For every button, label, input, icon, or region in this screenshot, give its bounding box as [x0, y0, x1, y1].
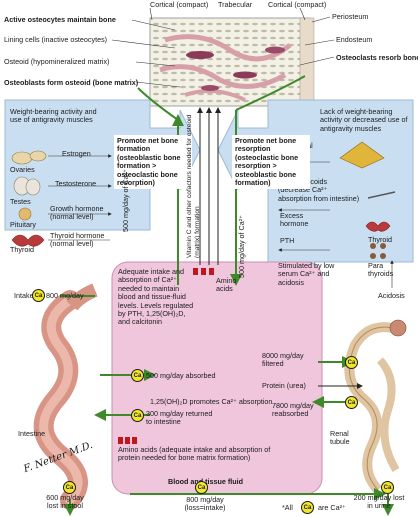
right-organ-icons: [339, 141, 396, 259]
label-returned: 300 mg/day returned to intestine: [146, 409, 213, 427]
label-intake: Intake: [14, 291, 34, 300]
renal-tubule-illustration: [344, 319, 407, 494]
label-periosteum: Periosteum: [332, 12, 369, 21]
ca-badge: Ca: [32, 289, 45, 302]
amino-acid-marks: [118, 437, 137, 444]
label-pth: PTH: [280, 236, 295, 245]
label-testosterone: Testosterone: [55, 179, 97, 188]
label-left-flow: 500 mg/day of Ca²⁺: [121, 169, 130, 232]
ca-badge: Ca: [301, 501, 314, 514]
adequate-intake-note: Adequate intake and absorption of Ca²⁺ n…: [118, 267, 194, 327]
label-vitd-promotes: 1,25(OH)₂D promotes Ca²⁺ absorption: [150, 397, 273, 406]
label-parathyroids: Para thyroids: [368, 261, 394, 279]
center-flow-arrows: [137, 75, 306, 286]
ca-badge: Ca: [381, 481, 394, 494]
label-intake-amount: 800 mg/day: [46, 291, 84, 300]
label-balance: 800 mg/day (loss=intake): [184, 495, 226, 513]
label-left-thyroid: Thyroid: [10, 245, 34, 254]
label-endosteum: Endosteum: [336, 35, 373, 44]
label-thyroid-hormone: Thyroid hormone (normal level): [50, 231, 105, 249]
label-right-thyroid: Thyroid: [368, 235, 392, 244]
label-testes: Testes: [10, 197, 31, 206]
label-renal-tubule: Renal tubule: [330, 429, 350, 447]
label-growth-hormone: Growth hormone (normal level): [50, 204, 104, 222]
footnote-pre: *All: [282, 503, 293, 512]
label-trabecular: Trabecular: [218, 0, 253, 9]
left-hormone-lines: [48, 154, 112, 241]
label-cortical-right: Cortical (compact): [268, 0, 327, 9]
amino-acids-note: Amino acids (adequate intake and absorpt…: [118, 445, 271, 463]
label-acidosis: Acidosis: [378, 291, 405, 300]
ca-badge: Ca: [345, 396, 358, 409]
bone-section: [149, 17, 315, 107]
footnote-post: are Ca²⁺: [318, 503, 346, 512]
label-protein-urea: Protein (urea): [262, 381, 306, 390]
promote-formation-box: Promote net bone formation (osteoblastic…: [114, 135, 192, 190]
label-reabsorbed: 7800 mg/day reabsorbed: [272, 401, 314, 419]
left-weight-bearing: Weight-bearing activity and use of antig…: [10, 107, 97, 125]
label-absorbed: 500 mg/day absorbed: [146, 371, 216, 380]
left-organ-icons: [11, 150, 47, 247]
label-amino-acids-top: Amino acids: [216, 276, 237, 294]
promote-resorption-box: Promote net bone resorption (osteoclasti…: [232, 135, 310, 190]
label-excess-hormone: Excess hormone: [280, 211, 309, 229]
ca-badge: Ca: [131, 369, 144, 382]
bone-leader-lines: [111, 7, 335, 88]
label-ovaries: Ovaries: [10, 165, 35, 174]
label-stimulated-by: Stimulated by low serum Ca²⁺ and acidosi…: [278, 261, 335, 287]
label-urine-loss: 200 mg/day lost in urine: [353, 493, 405, 511]
ca-badge: Ca: [63, 481, 76, 494]
label-right-flow: 500 mg/day of Ca²⁺: [237, 215, 246, 278]
ca-badge: Ca: [345, 356, 358, 369]
label-lining-cells: Lining cells (inactive osteocytes): [4, 35, 108, 44]
ca-badge: Ca: [195, 481, 208, 494]
right-lack-weight-bearing: Lack of weight-bearing activity or decre…: [320, 107, 408, 133]
label-stool-loss: 600 mg/day lost in stool: [46, 493, 84, 511]
label-vitamin-c: Vitamin C and other cofactors needed for…: [186, 114, 201, 258]
label-estrogen: Estrogen: [62, 149, 91, 158]
label-pituitary: Pituitary: [10, 220, 36, 229]
intestine-illustration: [33, 283, 98, 510]
label-osteoid: Osteoid (hypomineralized matrix): [4, 57, 110, 66]
label-filtered: 8000 mg/day filtered: [262, 351, 304, 369]
label-osteoblasts: Osteoblasts form osteoid (bone matrix): [4, 78, 139, 87]
label-intestine: Intestine: [18, 429, 46, 438]
ca-badge: Ca: [131, 409, 144, 422]
label-osteoclasts: Osteoclasts resorb bone: [336, 53, 418, 62]
label-cortical-left: Cortical (compact): [150, 0, 209, 9]
label-active-osteocytes: Active osteocytes maintain bone: [4, 15, 116, 24]
